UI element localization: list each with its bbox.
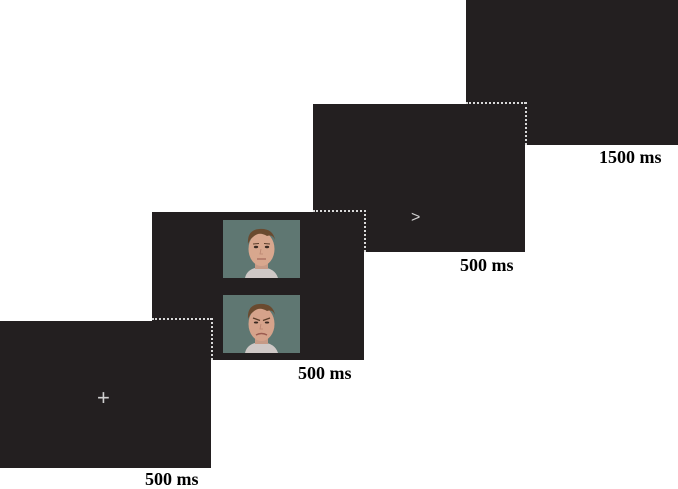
blank-response-duration-label: 1500 ms: [599, 147, 662, 167]
fixation-cross: +: [97, 385, 110, 410]
dotted-connector: [211, 318, 213, 360]
neutral-face-icon: [223, 220, 300, 278]
dotted-connector: [152, 318, 212, 320]
neutral-face-image: [223, 220, 300, 278]
angry-face-icon: [223, 295, 300, 353]
blank-response-screen: [466, 0, 678, 145]
dotted-connector: [525, 102, 527, 145]
arrow-probe-symbol: >: [411, 209, 421, 226]
arrow-probe-duration-label: 500 ms: [460, 255, 514, 275]
dotted-connector: [313, 210, 366, 212]
fixation-duration-label: 500 ms: [145, 469, 199, 489]
angry-face-image: [223, 295, 300, 353]
face-pair-duration-label: 500 ms: [298, 363, 352, 383]
dotted-connector: [364, 210, 366, 252]
dotted-connector: [466, 102, 526, 104]
